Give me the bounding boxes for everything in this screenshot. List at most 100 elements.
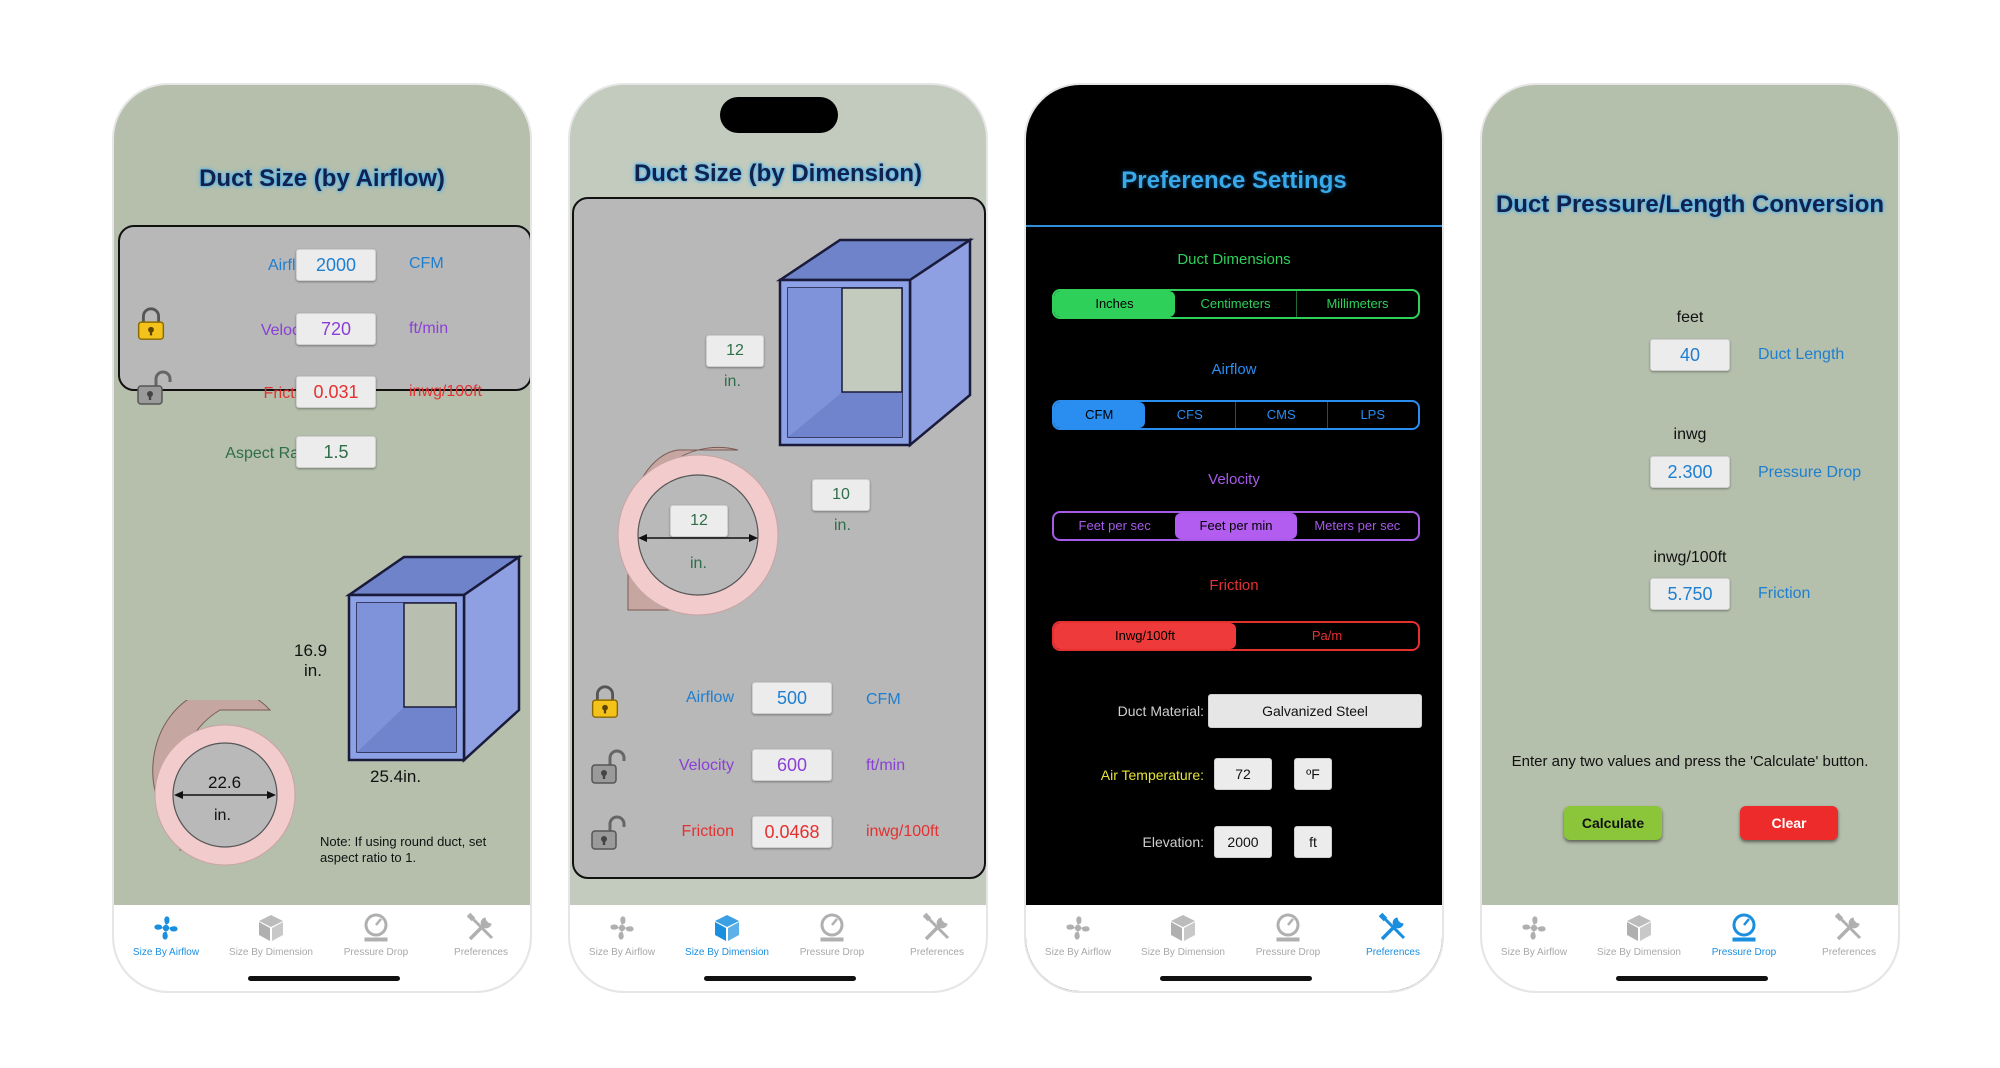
rect-height-input[interactable]: 12 [706,335,764,367]
aspect-ratio-label: Aspect Ratio [225,445,316,462]
velocity-lock-icon[interactable] [132,305,170,343]
rect-width-value: 25.4in. [370,767,422,786]
page-title: Duct Size (by Dimension) [633,160,923,187]
segment-lps[interactable]: LPS [1326,402,1419,428]
elevation-unit-button[interactable]: ft [1294,826,1332,858]
segment-centimeters[interactable]: Centimeters [1200,296,1271,311]
velocity-input[interactable]: 600 [752,749,832,781]
friction-unlock-icon[interactable] [132,368,176,408]
fan-icon [1062,912,1094,944]
pressure-drop-label: Pressure Drop [1758,464,1862,481]
tools-icon [1833,912,1865,944]
tab-pressure-drop[interactable]: Pressure Drop [1694,911,1794,958]
dynamic-island [720,97,838,133]
tools-icon [465,912,497,944]
tools-icon [1377,912,1409,944]
tab-size-by-airflow[interactable]: Size By Airflow [572,911,672,958]
round-diameter-value: 22.6 [208,773,242,792]
segment-inwg-100ft[interactable]: Inwg/100ft [1054,623,1236,649]
tab-size-by-airflow[interactable]: Size By Airflow [116,911,216,958]
elevation-label: Elevation: [1142,834,1204,850]
phone-pressure-drop: Duct Pressure/Length Conversion feet 40 … [1480,83,1900,993]
velocity-unlock-icon[interactable] [586,747,630,787]
tab-pressure-drop[interactable]: Pressure Drop [1238,911,1338,958]
velocity-segmented: Feet per sec Feet per min Meters per sec [1052,511,1420,541]
tab-preferences[interactable]: Preferences [887,911,986,958]
tab-bar: Size By Airflow Size By Dimension Pressu… [1482,905,1898,991]
segment-cfs[interactable]: CFS [1176,407,1203,422]
tab-size-by-dimension[interactable]: Size By Dimension [677,911,777,958]
pressure-drop-input[interactable]: 2.300 [1650,456,1730,488]
segment-feet-per-min[interactable]: Feet per min [1175,513,1297,539]
duct-material-select[interactable]: Galvanized Steel [1208,694,1422,728]
friction-input[interactable]: 0.031 [296,376,376,408]
tab-preferences[interactable]: Preferences [431,911,530,958]
fan-icon [1518,912,1550,944]
home-indicator [1160,976,1312,981]
segment-cfm[interactable]: CFM [1054,402,1145,428]
gauge-icon [360,912,392,944]
gauge-icon [816,912,848,944]
friction-unit: inwg/100ft [409,383,482,400]
rect-width-input[interactable]: 10 [812,479,870,511]
friction-unit: inwg/100ft [1653,549,1727,566]
tab-pressure-drop[interactable]: Pressure Drop [782,911,882,958]
tab-preferences[interactable]: Preferences [1799,911,1898,958]
temperature-unit-button[interactable]: ºF [1294,758,1332,790]
airflow-segmented: CFM CFS CMS LPS [1052,400,1420,430]
segment-pa-m[interactable]: Pa/m [1311,628,1343,643]
cube-icon [255,912,287,944]
velocity-unit: ft/min [409,320,449,337]
tab-preferences[interactable]: Preferences [1343,911,1442,958]
rect-height-value: 16.9 [294,641,328,660]
tab-size-by-airflow[interactable]: Size By Airflow [1028,911,1128,958]
air-temperature-label: Air Temperature: [1100,767,1204,783]
tab-pressure-drop[interactable]: Pressure Drop [326,911,426,958]
gauge-icon [1272,912,1304,944]
friction-input[interactable]: 5.750 [1650,578,1730,610]
aspect-ratio-input[interactable]: 1.5 [296,436,376,468]
friction-input[interactable]: 0.0468 [752,816,832,848]
tab-size-by-airflow[interactable]: Size By Airflow [1484,911,1584,958]
rectangular-duct-diagram [775,237,975,448]
tools-icon [921,912,953,944]
rect-height-unit: in. [304,661,322,680]
title-divider [1026,225,1442,227]
tab-size-by-dimension[interactable]: Size By Dimension [1589,911,1689,958]
duct-length-label: Duct Length [1758,346,1845,363]
velocity-unit: ft/min [866,757,906,774]
duct-dimensions-segmented: Inches Centimeters Millimeters [1052,289,1420,319]
fan-icon [150,912,182,944]
instruction-text: Enter any two values and press the 'Calc… [1511,753,1869,770]
elevation-input[interactable]: 2000 [1214,826,1272,858]
air-temperature-input[interactable]: 72 [1214,758,1272,790]
airflow-lock-icon[interactable] [586,683,624,721]
calculate-button[interactable]: Calculate [1564,806,1662,840]
segment-millimeters[interactable]: Millimeters [1296,291,1418,317]
friction-label: Friction [1758,585,1811,602]
airflow-input[interactable]: 2000 [296,249,376,281]
airflow-unit: CFM [866,691,901,708]
segment-feet-per-sec[interactable]: Feet per sec [1078,518,1151,533]
tab-size-by-dimension[interactable]: Size By Dimension [1133,911,1233,958]
duct-material-label: Duct Material: [1117,703,1204,719]
velocity-input[interactable]: 720 [296,313,376,345]
segment-meters-per-sec[interactable]: Meters per sec [1314,518,1401,533]
page-title: Duct Pressure/Length Conversion [1495,191,1885,218]
clear-button[interactable]: Clear [1740,806,1838,840]
round-diameter-input[interactable]: 12 [670,505,728,537]
segment-inches[interactable]: Inches [1054,291,1175,317]
gauge-icon [1728,912,1760,944]
segment-cms[interactable]: CMS [1235,402,1327,428]
airflow-input[interactable]: 500 [752,682,832,714]
friction-unlock-icon[interactable] [586,813,630,853]
cube-icon [711,912,743,944]
cube-icon [1623,912,1655,944]
friction-pref-label: Friction [1209,577,1259,594]
friction-segmented: Inwg/100ft Pa/m [1052,621,1420,651]
home-indicator [1616,976,1768,981]
duct-length-input[interactable]: 40 [1650,339,1730,371]
velocity-pref-label: Velocity [1208,471,1260,488]
phone-size-by-airflow: Duct Size (by Airflow) Airflow 2000 CFM … [112,83,532,993]
tab-size-by-dimension[interactable]: Size By Dimension [221,911,321,958]
